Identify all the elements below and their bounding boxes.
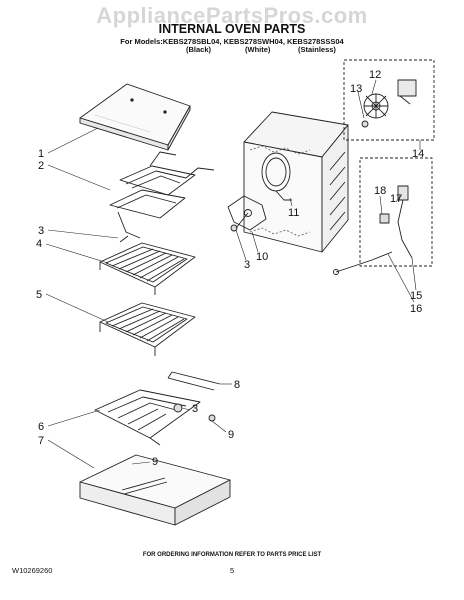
oven-rack-part [99,242,196,295]
callout-10: 10 [256,251,268,263]
callout-8: 8 [234,379,240,391]
motor-inset-box [343,59,435,141]
callout-16: 16 [410,303,422,315]
bracket-part [167,371,221,391]
callout-1: 1 [38,148,44,160]
callout-18: 18 [374,185,386,197]
leader-lines [45,79,421,469]
callout-5: 5 [36,289,42,301]
page-title: INTERNAL OVEN PARTS [158,22,306,36]
site-watermark: AppliancePartsPros.com [96,3,368,28]
sensor-inset-box [359,157,433,267]
finish-stainless: (Stainless) [298,45,336,54]
drawer-pan-part [79,454,231,526]
finish-black: (Black) [186,45,212,54]
callout-3b: 3 [192,403,198,415]
ordering-note: FOR ORDERING INFORMATION REFER TO PARTS … [142,552,322,558]
callout-13: 13 [350,83,362,95]
callout-2: 2 [38,160,44,172]
model-list: For Models:KEBS278SBL04, KEBS278SWH04, K… [120,37,344,46]
callout-7: 7 [38,435,44,447]
sensor-probe-part [333,251,393,275]
callout-12: 12 [369,69,381,81]
oven-cavity-part [243,111,349,253]
broil-element-part [94,389,201,446]
finish-white: (White) [245,45,271,54]
callout-9b: 9 [152,456,158,468]
callout-14: 14 [412,148,424,160]
bake-element-part [109,151,215,243]
callout-17: 17 [390,193,402,205]
callout-numbers: 1 2 3 4 5 6 7 8 3 9 9 3 10 11 12 13 14 1… [36,69,424,468]
callout-11: 11 [288,207,299,219]
callout-15: 15 [410,290,422,302]
top-plate-part [79,83,191,151]
callout-4: 4 [36,238,42,250]
callout-3: 3 [38,225,44,237]
page-number: 5 [230,566,235,575]
callout-6: 6 [38,421,44,433]
document-id: W10269260 [12,566,53,575]
callout-3c: 3 [244,259,250,271]
callout-9: 9 [228,429,234,441]
oven-rack-lower-part [99,302,196,356]
fan-blade-part [227,195,267,231]
